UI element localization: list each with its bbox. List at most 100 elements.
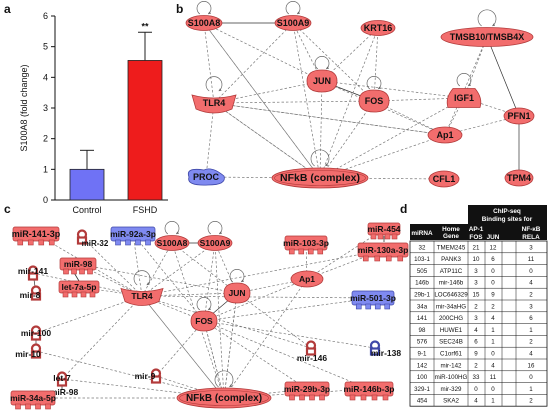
node-label: mir-138 <box>371 348 402 358</box>
x-tick-label: Control <box>72 205 101 215</box>
node-label: IGF1 <box>454 93 474 103</box>
edge <box>463 36 488 99</box>
edge <box>35 295 143 334</box>
node-shape-stem <box>150 375 162 384</box>
edge <box>141 295 225 399</box>
node-label: Ap1 <box>436 130 453 140</box>
node-shape-leg <box>374 255 381 262</box>
node-ap1: Ap1 <box>290 270 324 288</box>
self-loop-edge <box>207 221 223 235</box>
table-cell: 2 <box>529 292 533 299</box>
node-shape <box>427 126 463 144</box>
table-cell: 141 <box>417 315 428 322</box>
header-fos: FOS <box>469 234 483 241</box>
table-cell: 200CHG <box>439 315 463 322</box>
node-shape-leg <box>371 394 378 401</box>
node-label: miR-92a-3p <box>110 229 156 239</box>
node-shape <box>58 280 100 294</box>
edge <box>203 22 321 179</box>
node-igf1: IGF1 <box>446 88 482 108</box>
edge <box>155 320 205 377</box>
table-cell: 2 <box>529 398 533 405</box>
node-label: Ap1 <box>299 274 315 284</box>
table-cell: 3 <box>529 244 533 251</box>
node-mir-146b-3p: miR-146b-3p <box>343 381 395 401</box>
node-shape <box>185 15 223 31</box>
table-cell: 0 <box>491 268 495 275</box>
self-loop-edge <box>196 1 212 15</box>
edge <box>35 350 225 399</box>
node-s100a8: S100A8 <box>185 15 223 31</box>
table-cell: 103-1 <box>414 256 430 263</box>
edge <box>203 297 374 323</box>
table-cell: 15 <box>473 292 480 299</box>
node-nfkb: NFkB (complex) <box>271 167 369 189</box>
node-label: CFL1 <box>433 174 456 184</box>
table-cell: 11 <box>490 374 497 381</box>
node-shape-leg <box>288 248 295 255</box>
table-cell: 11 <box>528 256 535 263</box>
table-cell: 2 <box>529 339 533 346</box>
node-jun: JUN <box>223 282 251 304</box>
node-tpm4: TPM4 <box>504 169 534 187</box>
node-shape <box>367 222 401 236</box>
bar-fshd <box>127 60 163 201</box>
node-label: TLR4 <box>131 291 153 301</box>
table-cell: 16 <box>528 362 535 369</box>
table-cell: LOC646329 <box>434 292 468 299</box>
table-cell: 100 <box>417 374 428 381</box>
edge <box>292 22 375 102</box>
node-shape-leg <box>385 255 392 262</box>
node-shape-leg <box>145 239 151 246</box>
node-shape-leg <box>71 268 77 275</box>
edge <box>203 320 370 390</box>
node-label: miR-98 <box>64 259 93 269</box>
node-label: KRT16 <box>364 23 393 33</box>
table-cell: 32 <box>419 244 426 251</box>
panel-letter-a: a <box>4 2 11 16</box>
self-loop-edge <box>164 221 180 235</box>
table-cell: 12 <box>490 244 497 251</box>
node-shape-leg <box>89 291 96 298</box>
self-loop-edge <box>477 9 497 27</box>
node-shape <box>358 89 390 113</box>
edge <box>213 102 321 179</box>
node-shape-leg <box>80 291 87 298</box>
edge <box>486 36 520 117</box>
table-cell: miR-100HG <box>435 374 468 381</box>
table-cell: 0 <box>529 268 533 275</box>
edge <box>223 278 308 399</box>
edge <box>141 295 312 349</box>
significance-annotation: ** <box>141 21 149 31</box>
bar-control <box>69 168 105 201</box>
node-shape <box>440 27 534 47</box>
node-let-7a-5p: let-7a-5p <box>58 280 100 298</box>
node-shape-stem <box>56 378 68 387</box>
table-cell: 4 <box>529 351 533 358</box>
table-cell: 4 <box>491 315 495 322</box>
table-cell: 4 <box>529 280 533 287</box>
table-cell: 10 <box>473 256 480 263</box>
node-shape <box>446 88 482 108</box>
self-loop-edge <box>310 149 330 167</box>
node-label: miR-98 <box>50 387 79 397</box>
node-label: PFN1 <box>507 111 530 121</box>
table-cell: 29b-1 <box>414 292 430 299</box>
node-mir-146: mir-146 <box>297 340 327 363</box>
node-shape <box>306 69 338 93</box>
edge <box>203 320 308 390</box>
node-shape-leg <box>384 233 391 240</box>
node-shape <box>284 381 330 397</box>
node-shape-inner <box>274 170 366 186</box>
node-shape-leg <box>289 394 295 401</box>
node-shape <box>428 170 460 188</box>
node-shape <box>59 257 97 271</box>
node-s100a9: S100A9 <box>274 15 312 31</box>
table-cell: ATP11C <box>440 268 463 275</box>
node-shape-leg <box>62 291 69 298</box>
edge <box>213 101 446 136</box>
node-shape-leg <box>45 403 51 410</box>
